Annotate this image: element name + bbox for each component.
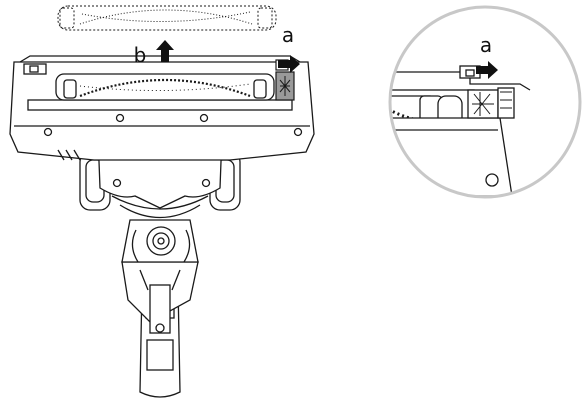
arrow-right-icon bbox=[278, 55, 300, 73]
brush-roll bbox=[55, 73, 275, 101]
arrow-right-icon bbox=[476, 61, 498, 79]
label-b-main: b bbox=[134, 43, 147, 67]
neck-screw bbox=[155, 323, 165, 333]
arrow-up-icon bbox=[156, 40, 174, 62]
front-slot bbox=[27, 99, 293, 111]
zoom-end-cap-latch[interactable] bbox=[467, 87, 515, 119]
removed-brush-roll bbox=[57, 5, 277, 31]
zoom-ring bbox=[388, 5, 582, 199]
neck-spine bbox=[149, 284, 171, 334]
zoom-screw bbox=[485, 173, 499, 187]
zoom-detail: a bbox=[388, 5, 582, 199]
label-a-main: a bbox=[282, 23, 294, 47]
swivel-hub bbox=[157, 237, 165, 245]
label-a-detail: a bbox=[480, 33, 492, 57]
cleaner-head bbox=[9, 55, 315, 398]
neck-window bbox=[146, 339, 174, 371]
